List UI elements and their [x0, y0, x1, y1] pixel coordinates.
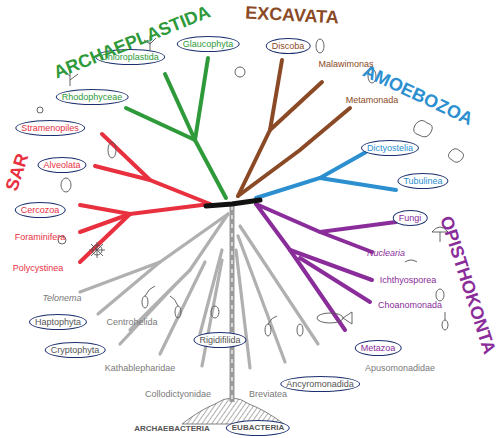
clade-label: Foraminifera	[15, 233, 66, 242]
clade-ellipse: Stramenopiles	[15, 120, 85, 136]
clade-label: Centrohelida	[106, 318, 157, 327]
clade-ellipse: EUBACTERIA	[226, 420, 290, 436]
amoebozoa-branches	[256, 152, 396, 198]
clade-name: Alveolata	[43, 160, 80, 170]
clade-name: Metazoa	[361, 343, 396, 353]
clade-name: Dictyostelia	[367, 143, 413, 153]
opisthokonta-branches	[256, 204, 396, 330]
clade-name: Cercozoa	[21, 205, 60, 215]
clade-ellipse: Discoba	[266, 38, 311, 54]
clade-name: Rhodophyceae	[62, 92, 123, 102]
clade-label: Metamonada	[346, 96, 399, 105]
supergroup-name: SAR	[3, 151, 32, 193]
clade-ellipse: Rigidifilida	[193, 332, 246, 348]
clade-ellipse: Cryptophyta	[45, 342, 106, 358]
clade-ellipse: Metazoa	[355, 340, 402, 356]
clade-label: Apusomonadidae	[365, 364, 435, 373]
clade-ellipse: Dictyostelia	[361, 140, 419, 156]
clade-ellipse: Fungi	[393, 210, 428, 226]
supergroup-name: OPISTHOKONTA	[437, 214, 499, 356]
clade-name: Tubulinea	[403, 176, 442, 186]
clade-label: Ichthyosporea	[380, 276, 437, 285]
clade-name: Stramenopiles	[21, 123, 79, 133]
clade-name: Cryptophyta	[51, 345, 100, 355]
clade-ellipse: Alveolata	[37, 157, 86, 173]
clade-ellipse: Ancyromonadida	[280, 376, 360, 392]
clade-name: Fungi	[399, 213, 422, 223]
clade-label: Choanomonada	[378, 301, 442, 310]
clade-name: EUBACTERIA	[232, 423, 284, 433]
clade-ellipse: Tubulinea	[397, 173, 448, 189]
clade-name: Glaucophyta	[183, 39, 234, 49]
clade-ellipse: Cercozoa	[15, 202, 66, 218]
clade-name: Ancyromonadida	[286, 379, 354, 389]
clade-label: Malawimonas	[318, 60, 373, 69]
clade-name: Haptophyta	[35, 317, 81, 327]
clade-name: Rigidifilida	[199, 335, 240, 345]
trunk-dash	[231, 206, 232, 402]
supergroup-name: EXCAVATA	[245, 4, 339, 27]
clade-label: Polycystinea	[13, 264, 64, 273]
archaeplastida-branches	[126, 58, 226, 198]
clade-name: Discoba	[272, 41, 305, 51]
sar-branches	[80, 134, 210, 262]
clade-label: Collodictyonidae	[145, 390, 211, 399]
clade-label: ARCHAEBACTERIA	[134, 425, 210, 433]
clade-label: Nuclearia	[367, 249, 405, 258]
clade-ellipse: Glaucophyta	[177, 36, 240, 52]
clade-ellipse: Rhodophyceae	[56, 89, 129, 105]
clade-label: Breviatea	[249, 390, 287, 399]
root-branch	[206, 200, 260, 206]
excavata-branches	[238, 60, 350, 196]
clade-label: Kathablepharidae	[105, 364, 176, 373]
trunk-branch	[230, 206, 235, 402]
clade-label: Telonema	[42, 294, 81, 303]
clade-ellipse: Haptophyta	[29, 314, 87, 330]
